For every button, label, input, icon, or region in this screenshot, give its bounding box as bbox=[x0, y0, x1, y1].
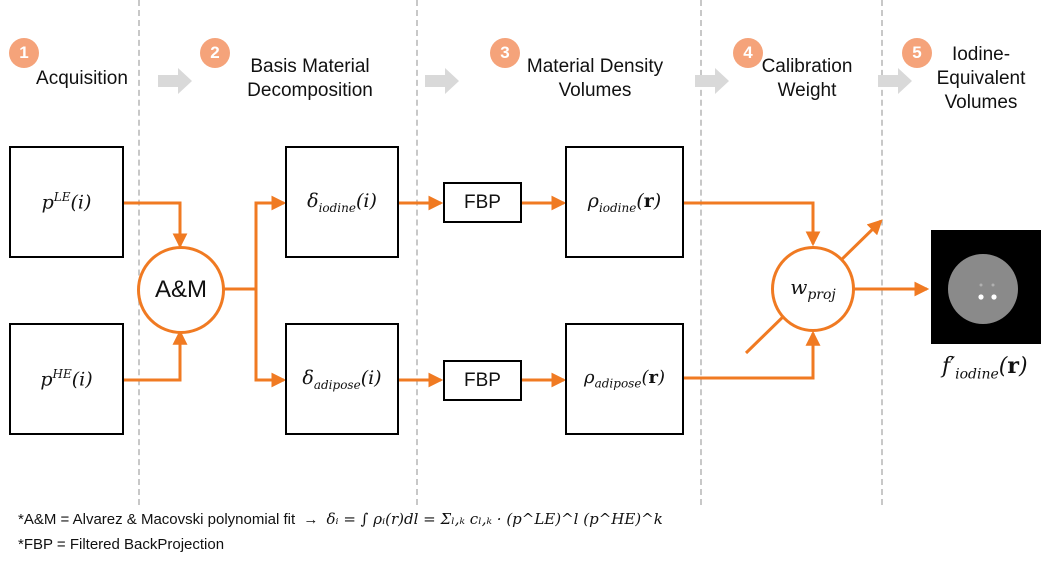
step-arrow-icon bbox=[158, 68, 192, 94]
footnote-fbp: *FBP = Filtered BackProjection bbox=[18, 536, 225, 553]
step-3-label-line-2: Volumes bbox=[558, 80, 632, 101]
step-2-badge: 2 bbox=[200, 38, 230, 68]
step-4-label-line-1: Calibration bbox=[761, 56, 853, 77]
step-5-label-line-1: Iodine- bbox=[951, 44, 1011, 65]
step-4-badge: 4 bbox=[733, 38, 763, 68]
connector-rho-iodine-w bbox=[684, 201, 821, 247]
step-3-label: Material Density Volumes bbox=[500, 55, 690, 103]
column-divider-1 bbox=[138, 0, 140, 505]
fbp-bottom-box: FBP bbox=[443, 360, 522, 401]
step-2-label-line-2: Decomposition bbox=[247, 80, 373, 101]
step-2-label: Basis Material Decomposition bbox=[220, 55, 400, 103]
delta-adipose-box: δadipose(i) bbox=[285, 323, 399, 435]
step-3-label-line-1: Material Density bbox=[526, 56, 664, 77]
step-5-label: Iodine- Equivalent Volumes bbox=[918, 43, 1044, 115]
step-5-badge: 5 bbox=[902, 38, 932, 68]
step-1-label-line-1: Acquisition bbox=[36, 68, 128, 89]
connector-split-delta-iodine bbox=[254, 195, 287, 289]
p-le-box: pLE(i) bbox=[9, 146, 124, 258]
rho-adipose-box: ρadipose(r) bbox=[565, 323, 684, 435]
fbp-top-box: FBP bbox=[443, 182, 522, 223]
step-5-label-line-2: Equivalent bbox=[936, 68, 1026, 89]
column-divider-3 bbox=[700, 0, 702, 505]
connector-split-delta-adipose bbox=[254, 289, 287, 388]
am-label: A&M bbox=[154, 276, 207, 303]
w-proj-node: wproj bbox=[771, 246, 855, 332]
step-4-label-line-2: Weight bbox=[777, 80, 837, 101]
rho-iodine-box: ρiodine(r) bbox=[565, 146, 684, 258]
step-2-label-line-1: Basis Material bbox=[250, 56, 370, 77]
iodine-volume-image bbox=[931, 230, 1041, 344]
delta-iodine-label: δiodine(i) bbox=[307, 189, 377, 215]
footnote-formula: δᵢ = ∫ ρᵢ(r)dl = Σₗ,ₖ cₗ,ₖ · (p^LE)^l (p… bbox=[326, 510, 663, 528]
step-arrow-icon bbox=[695, 68, 729, 94]
w-proj-label: wproj bbox=[790, 275, 836, 303]
p-he-label: pHE(i) bbox=[40, 367, 93, 391]
p-he-box: pHE(i) bbox=[9, 323, 124, 435]
am-node: A&M bbox=[137, 246, 225, 334]
connector-ple-am bbox=[122, 201, 188, 249]
step-1-label: Acquisition bbox=[22, 67, 142, 91]
fbp-top-label: FBP bbox=[464, 191, 501, 213]
rho-iodine-label: ρiodine(r) bbox=[587, 189, 662, 215]
step-4-label: Calibration Weight bbox=[742, 55, 872, 103]
footnote-am-text: *A&M = Alvarez & Macovski polynomial fit bbox=[18, 511, 296, 528]
p-le-label: pLE(i) bbox=[41, 190, 92, 214]
phantom-image bbox=[948, 254, 1018, 324]
step-1-badge: 1 bbox=[9, 38, 39, 68]
column-divider-4 bbox=[881, 0, 883, 505]
connector-phe-am bbox=[122, 329, 188, 382]
step-arrow-icon bbox=[878, 68, 912, 94]
column-divider-2 bbox=[416, 0, 418, 505]
f-iodine-label: f′iodine(r) bbox=[942, 353, 1028, 383]
step-3-badge: 3 bbox=[490, 38, 520, 68]
delta-adipose-label: δadipose(i) bbox=[302, 366, 382, 392]
fbp-bottom-label: FBP bbox=[464, 369, 501, 391]
footnote-am: *A&M = Alvarez & Macovski polynomial fit… bbox=[18, 510, 663, 528]
connector-rho-adipose-w bbox=[684, 330, 821, 380]
delta-iodine-box: δiodine(i) bbox=[285, 146, 399, 258]
step-5-label-line-3: Volumes bbox=[944, 92, 1018, 113]
rho-adipose-label: ρadipose(r) bbox=[584, 367, 665, 391]
footnote-arrow: → bbox=[303, 511, 319, 528]
step-arrow-icon bbox=[425, 68, 459, 94]
